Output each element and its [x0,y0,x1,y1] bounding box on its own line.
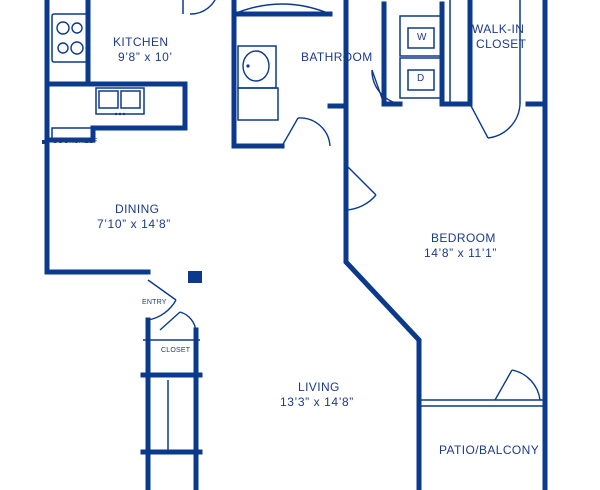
thin-lines [51,0,545,452]
living-name: LIVING [298,380,340,394]
walk-in-closet-name-line2: CLOSET [476,37,527,51]
kitchen-faucet [114,112,126,116]
walk-in-closet-name-line1: WALK-IN [472,22,525,36]
bathroom-sink [242,50,270,82]
walls [44,0,548,490]
bedroom-name: BEDROOM [431,231,496,245]
kitchen-dimensions: 9’8” x 10’ [118,50,173,64]
dining-name: DINING [115,202,160,216]
stove-burners [56,21,84,55]
entry-label: ENTRY [142,299,167,306]
patio-name: PATIO/BALCONY [439,443,540,457]
washer-label: W [417,32,427,43]
dryer-label: D [417,73,425,84]
column-small [42,140,46,144]
bookshelf-label: BOOKSHELF [53,138,98,145]
door-swings [147,0,541,401]
bedroom-dimensions: 14’8” x 11’1” [424,246,497,260]
kitchen-name: KITCHEN [113,35,169,49]
sink-drain [246,64,250,68]
living-dimensions: 13’3” x 14’8” [280,395,354,409]
closet-label: CLOSET [161,347,191,354]
column [188,271,202,283]
bathroom-name: BATHROOM [301,50,373,64]
dining-dimensions: 7’10” x 14’8” [97,217,171,231]
